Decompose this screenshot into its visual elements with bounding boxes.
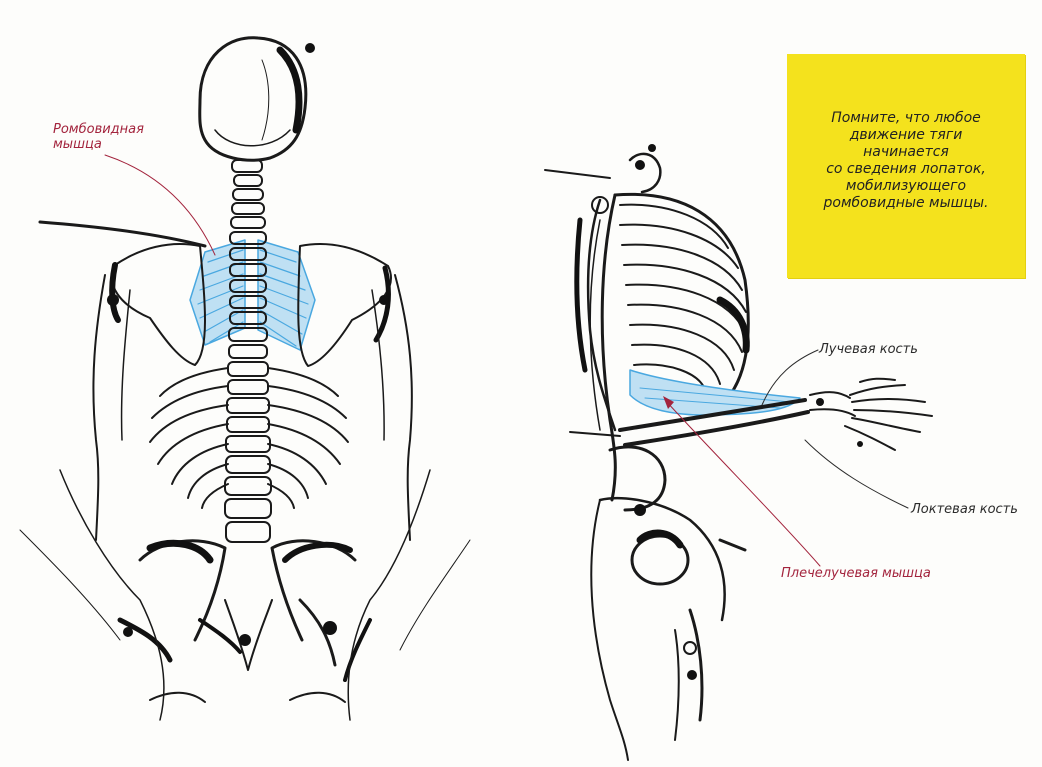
left-scapula [110, 243, 206, 366]
right-scapula [297, 243, 392, 367]
ulna-label: Локтевая кость [911, 502, 1018, 517]
note-line: ромбовидные мышцы. [823, 195, 989, 211]
radius-bone [618, 398, 807, 432]
side-view-skeleton [544, 144, 933, 761]
rib-cage-side [613, 192, 750, 397]
back-view-skeleton [19, 36, 471, 721]
leader-lines [104, 154, 909, 567]
pelvis-back [19, 469, 471, 721]
ulna-leader [804, 439, 909, 509]
pelvis-side [590, 445, 747, 761]
note-line: со сведения лопаток, [826, 161, 986, 177]
ribs-side [619, 203, 747, 393]
note-line: мобилизующего [845, 178, 967, 194]
skull [198, 36, 308, 162]
rhomboid-label-line-1: Ромбовидная [53, 122, 144, 137]
rhomboid-leader [104, 154, 216, 256]
brachioradialis-muscle [629, 369, 801, 416]
cervical-spine [230, 159, 266, 229]
hand-bones [809, 377, 933, 451]
ribs-back [149, 367, 349, 509]
rhomboid-muscle-label: Ромбовидная мышца [53, 122, 163, 152]
note-line: начинается [863, 144, 949, 160]
ulna-bone [623, 410, 810, 447]
radius-label: Лучевая кость [819, 342, 918, 357]
brachioradialis-label: Плечелучевая мышца [781, 566, 931, 581]
rhomboid-label-line-2: мышца [53, 137, 102, 152]
sticky-note-text: Помните, что любое движение тяги начинае… [807, 110, 1005, 212]
note-line: движение тяги [849, 127, 963, 143]
brachioradialis-leader [664, 399, 821, 567]
radius-leader [761, 349, 819, 406]
humerus [586, 198, 617, 432]
note-line: Помните, что любое [831, 110, 981, 126]
sticky-note: Помните, что любое движение тяги начинае… [787, 54, 1025, 278]
